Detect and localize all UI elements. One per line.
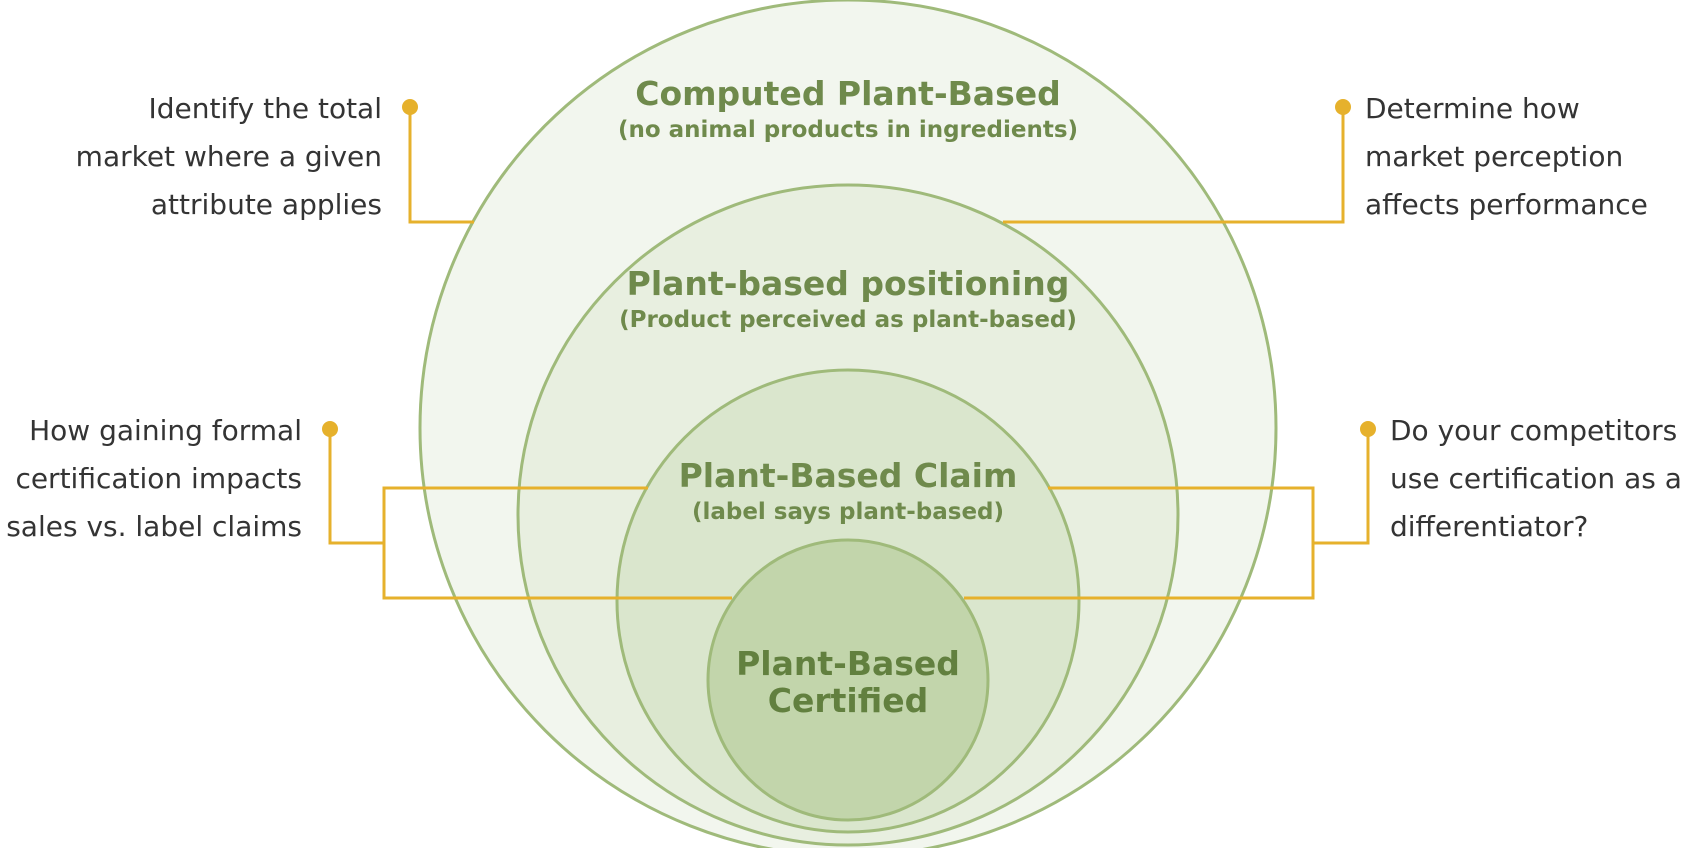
level-4-title-line-2: Certified <box>768 681 928 720</box>
note-bottom-left: How gaining formal certification impacts… <box>6 407 302 551</box>
level-2-title: Plant-based positioning <box>627 264 1070 303</box>
note-top-left-line-1: Identify the total <box>148 92 382 125</box>
note-bottom-right-line-3: differentiator? <box>1390 510 1589 543</box>
level-3-subtitle: (label says plant-based) <box>692 499 1004 525</box>
level-1-subtitle: (no animal products in ingredients) <box>618 117 1078 143</box>
note-bottom-right-line-1: Do your competitors <box>1390 414 1678 447</box>
level-3-title: Plant-Based Claim <box>679 456 1018 495</box>
ring-plant-based-certified <box>706 538 990 822</box>
connector-top-right <box>1003 107 1345 224</box>
note-bottom-left-line-2: certification impacts <box>15 462 302 495</box>
note-top-right-line-1: Determine how <box>1365 92 1580 125</box>
note-top-right-line-2: market perception <box>1365 140 1624 173</box>
connector-dot-top-left <box>402 99 418 115</box>
note-top-right-line-3: affects performance <box>1365 188 1648 221</box>
note-bottom-right: Do your competitors use certification as… <box>1390 407 1682 551</box>
connector-bottom-right-stem <box>1313 429 1370 545</box>
note-bottom-left-line-3: sales vs. label claims <box>6 510 302 543</box>
connector-bottom-left-bracket <box>382 486 732 600</box>
connector-dot-bottom-left <box>322 421 338 437</box>
note-bottom-right-line-2: use certification as a <box>1390 462 1682 495</box>
note-top-right: Determine how market perception affects … <box>1365 85 1648 229</box>
connector-bottom-right-bracket <box>964 486 1315 600</box>
level-4-title-line-1: Plant-Based <box>736 644 960 683</box>
note-top-left: Identify the total market where a given … <box>76 85 382 229</box>
connector-dot-top-right <box>1335 99 1351 115</box>
level-1-title: Computed Plant-Based <box>635 74 1060 113</box>
note-top-left-line-2: market where a given <box>75 140 382 173</box>
note-bottom-left-line-1: How gaining formal <box>29 414 302 447</box>
connector-dot-bottom-right <box>1360 421 1376 437</box>
connector-bottom-left-stem <box>328 429 384 545</box>
level-2-subtitle: (Product perceived as plant-based) <box>619 307 1077 333</box>
connector-top-left <box>408 107 474 224</box>
note-top-left-line-3: attribute applies <box>150 188 382 221</box>
